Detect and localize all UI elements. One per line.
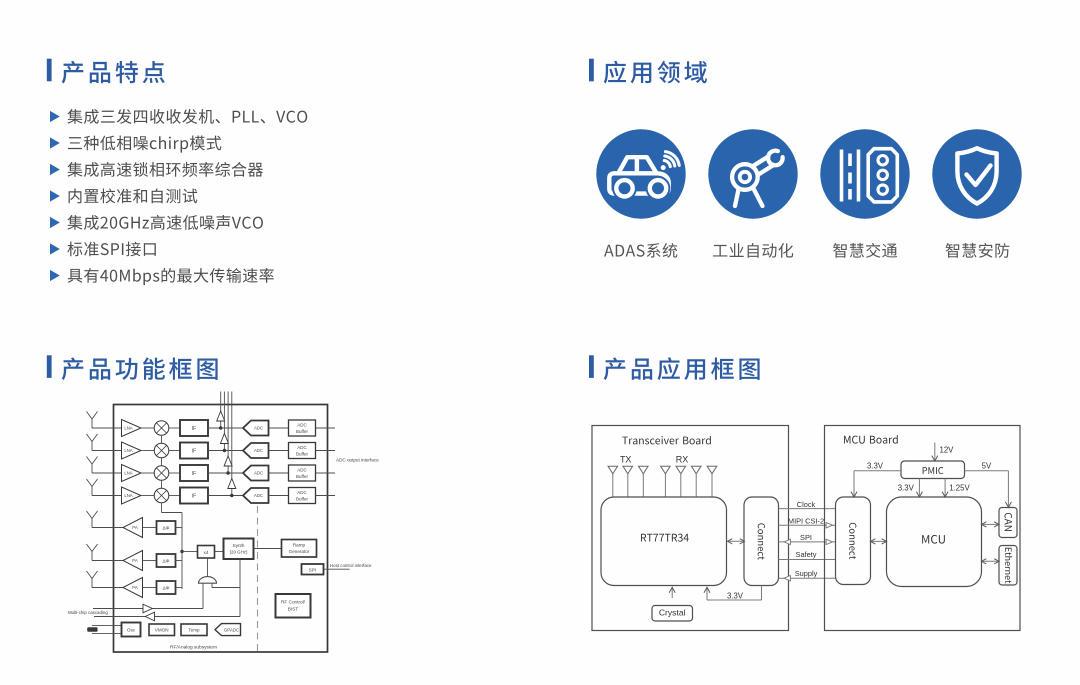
svg-text:x4: x4 (203, 550, 208, 556)
svg-text:12V: 12V (940, 446, 955, 455)
svg-text:VMON: VMON (155, 628, 169, 633)
svg-text:Host control interface: Host control interface (330, 563, 372, 568)
svg-text:Safety: Safety (796, 550, 817, 559)
svg-text:Buffer: Buffer (296, 451, 308, 456)
svg-text:3.3V: 3.3V (727, 591, 744, 600)
svg-text:Synth: Synth (233, 543, 245, 548)
svg-text:ADC: ADC (297, 490, 307, 495)
svg-text:ADC: ADC (297, 468, 307, 473)
svg-text:ADC: ADC (254, 448, 263, 453)
svg-text:ADC: ADC (254, 493, 263, 498)
svg-text:ADC: ADC (297, 423, 307, 428)
svg-text:ADC output interface: ADC output interface (336, 458, 379, 463)
svg-text:3.3V: 3.3V (898, 484, 915, 493)
svg-text:Osc: Osc (127, 628, 136, 633)
svg-text:PA: PA (132, 558, 138, 563)
svg-text:BIST: BIST (288, 607, 299, 612)
svg-text:RX: RX (676, 455, 689, 465)
svg-text:Generator: Generator (289, 549, 310, 554)
svg-text:ΔΦ: ΔΦ (162, 585, 169, 591)
svg-text:LNA: LNA (124, 426, 132, 431)
svg-text:Clock: Clock (797, 500, 816, 509)
svg-text:IF: IF (192, 426, 196, 432)
svg-text:TX: TX (620, 455, 632, 465)
svg-text:IF: IF (192, 471, 196, 477)
svg-text:Buffer: Buffer (296, 474, 308, 479)
svg-text:Buffer: Buffer (296, 496, 308, 501)
svg-text:Ramp: Ramp (293, 542, 306, 547)
svg-text:RF/Analog subsystem: RF/Analog subsystem (170, 645, 217, 651)
svg-text:SPI: SPI (309, 568, 316, 573)
svg-text:SPI: SPI (800, 533, 812, 542)
svg-text:Supply: Supply (795, 569, 818, 578)
svg-text:ADC: ADC (254, 471, 263, 476)
svg-text:(20 GHz): (20 GHz) (230, 550, 248, 555)
svg-text:1.25V: 1.25V (949, 484, 970, 493)
svg-text:PA: PA (132, 585, 138, 590)
svg-text:Crystal: Crystal (659, 608, 686, 618)
svg-text:GPADC: GPADC (224, 628, 239, 633)
svg-text:IF: IF (192, 493, 196, 499)
svg-text:ADC: ADC (254, 426, 263, 431)
svg-text:3.3V: 3.3V (867, 461, 884, 470)
svg-text:Multi-chip cascading: Multi-chip cascading (68, 610, 108, 615)
svg-text:Buffer: Buffer (296, 429, 308, 434)
svg-text:MIPI CSI-2: MIPI CSI-2 (788, 516, 824, 525)
svg-text:LNA: LNA (124, 493, 132, 498)
svg-text:PA: PA (132, 525, 138, 530)
svg-text:IF: IF (192, 448, 196, 454)
svg-text:5V: 5V (982, 461, 992, 470)
svg-text:LNA: LNA (124, 471, 132, 476)
svg-text:RF Control/: RF Control/ (281, 600, 306, 605)
svg-text:LNA: LNA (124, 448, 132, 453)
svg-text:ADC: ADC (297, 445, 307, 450)
svg-text:ΔΦ: ΔΦ (162, 558, 169, 564)
svg-text:Temp: Temp (188, 628, 200, 633)
svg-text:ΔΦ: ΔΦ (162, 525, 169, 531)
